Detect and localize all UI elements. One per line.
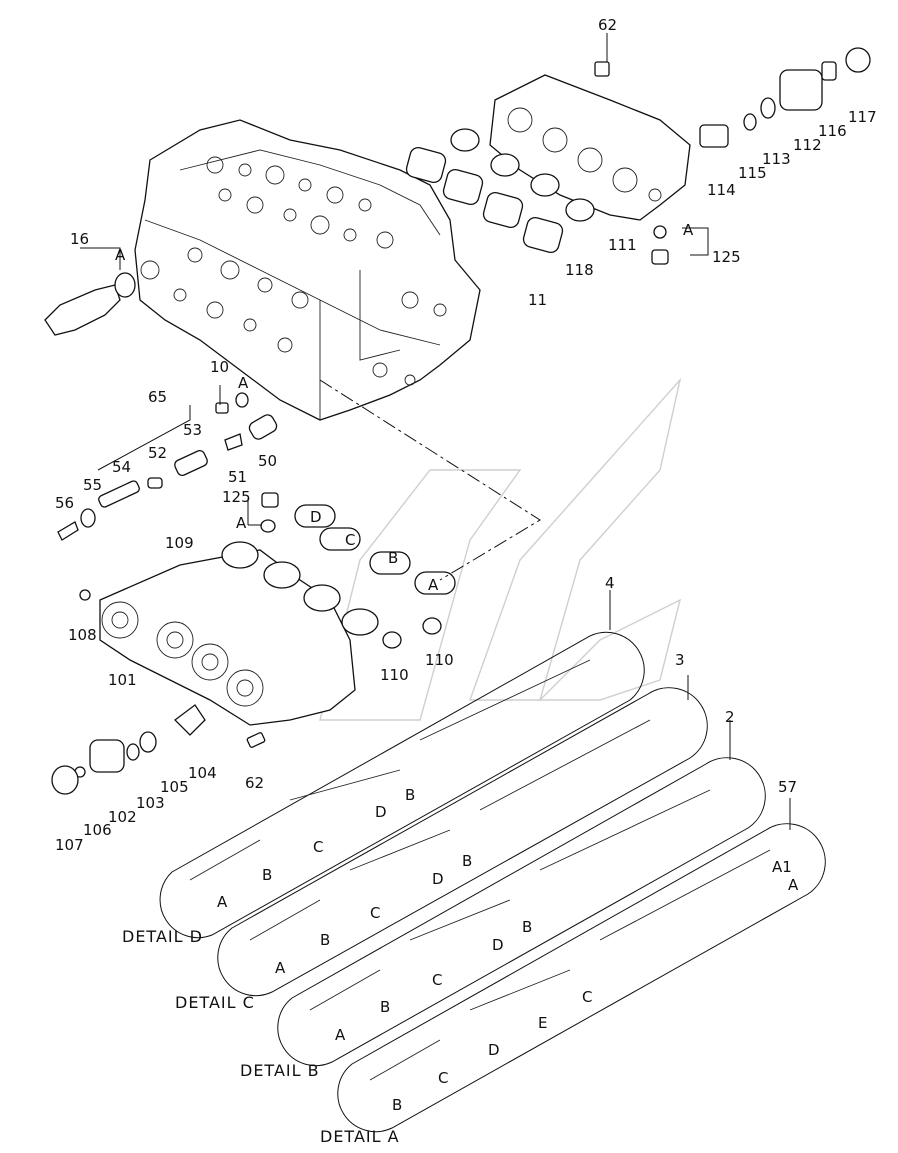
label-118: 118: [565, 261, 594, 279]
label-115: 115: [738, 164, 767, 182]
label-111: 111: [608, 236, 637, 254]
sleeves-11: [405, 147, 564, 253]
detail-b-a: A: [335, 1026, 346, 1044]
label-52: 52: [148, 444, 167, 462]
detail-b-title: DETAIL B: [240, 1061, 320, 1080]
plug-112-group: [594, 47, 871, 265]
label-62-bottom: 62: [245, 774, 264, 792]
label-109: 109: [165, 534, 194, 552]
detail-capsules: [159, 631, 826, 1133]
spools: [189, 659, 771, 1081]
detail-b-b2: B: [522, 918, 532, 936]
detail-a-d: D: [488, 1041, 500, 1059]
o-rings-109: [221, 541, 442, 649]
relief-valve-16: [44, 272, 136, 336]
label-110-left: 110: [380, 666, 409, 684]
valve-body-101: [79, 549, 356, 726]
detail-b: DETAIL B A B C D B: [240, 918, 532, 1080]
spool-callouts: [294, 504, 456, 595]
label-117: 117: [848, 108, 877, 126]
label-a-125: A: [683, 221, 694, 239]
label-a-callout: A: [428, 576, 439, 594]
detail-a-b: B: [392, 1096, 402, 1114]
detail-c-b2: B: [462, 852, 472, 870]
label-113: 113: [762, 150, 791, 168]
label-56: 56: [55, 494, 74, 512]
label-4: 4: [605, 574, 615, 592]
label-d-callout: D: [310, 508, 322, 526]
label-110-right: 110: [425, 651, 454, 669]
label-51: 51: [228, 468, 247, 486]
detail-c-title: DETAIL C: [175, 993, 255, 1012]
detail-d-c: C: [313, 838, 323, 856]
label-c-callout: C: [345, 531, 355, 549]
detail-d: DETAIL D A B C D B: [122, 786, 415, 946]
detail-b-c: C: [432, 971, 442, 989]
label-57: 57: [778, 778, 797, 796]
pilot-parts: [57, 392, 279, 541]
label-125-mid: 125: [222, 488, 251, 506]
main-valve-block: [134, 119, 481, 421]
detail-c: DETAIL C A B C D B: [175, 852, 472, 1012]
detail-d-b1: B: [262, 866, 272, 884]
label-107: 107: [55, 836, 84, 854]
label-54: 54: [112, 458, 131, 476]
o-rings-118: [450, 128, 595, 222]
label-103: 103: [136, 794, 165, 812]
detail-a: DETAIL A B C D E C: [320, 988, 592, 1146]
detail-d-title: DETAIL D: [122, 927, 203, 946]
label-65: 65: [148, 388, 167, 406]
detail-c-a: A: [275, 959, 286, 977]
label-11: 11: [528, 291, 547, 309]
detail-a-c1: C: [438, 1069, 448, 1087]
label-a-mid: A: [236, 514, 247, 532]
label-3: 3: [675, 651, 685, 669]
label-55: 55: [83, 476, 102, 494]
label-b-callout: B: [388, 549, 398, 567]
label-116: 116: [818, 122, 847, 140]
label-101: 101: [108, 671, 137, 689]
part-labels: 62 16 A 117 116 112 113 115 114 111 118 …: [55, 16, 877, 894]
label-a: A: [115, 246, 126, 264]
label-2: 2: [725, 708, 735, 726]
label-106: 106: [83, 821, 112, 839]
label-53: 53: [183, 421, 202, 439]
leader-lines: [80, 33, 791, 830]
label-16: 16: [70, 230, 89, 248]
label-114: 114: [707, 181, 736, 199]
detail-c-d: D: [432, 870, 444, 888]
detail-c-c: C: [370, 904, 380, 922]
detail-d-a: A: [217, 893, 228, 911]
label-112: 112: [793, 136, 822, 154]
plug-parts-102-107: [51, 704, 266, 795]
detail-d-b2: B: [405, 786, 415, 804]
end-cover-111: [489, 74, 691, 221]
label-105: 105: [160, 778, 189, 796]
label-a1: A1: [772, 858, 792, 876]
label-50: 50: [258, 452, 277, 470]
label-10: 10: [210, 358, 229, 376]
label-62-top: 62: [598, 16, 617, 34]
watermark: [319, 377, 682, 721]
detail-c-b1: B: [320, 931, 330, 949]
detail-a-c2: C: [582, 988, 592, 1006]
label-104: 104: [188, 764, 217, 782]
label-102: 102: [108, 808, 137, 826]
detail-d-d: D: [375, 803, 387, 821]
label-a-10: A: [238, 374, 249, 392]
detail-b-b1: B: [380, 998, 390, 1016]
label-a-57: A: [788, 876, 799, 894]
detail-a-e: E: [538, 1014, 547, 1032]
detail-b-d: D: [492, 936, 504, 954]
detail-a-title: DETAIL A: [320, 1127, 400, 1146]
label-108: 108: [68, 626, 97, 644]
label-125-top: 125: [712, 248, 741, 266]
